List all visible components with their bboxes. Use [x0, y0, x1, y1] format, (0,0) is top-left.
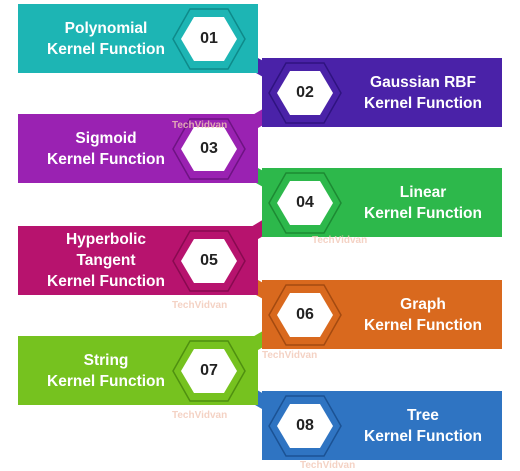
banner-06-text-line: Graph — [400, 295, 446, 313]
hexagon-07: 07 — [171, 339, 247, 403]
banner-03-text-line: Sigmoid — [75, 129, 137, 147]
step-number: 01 — [200, 29, 218, 47]
banner-05-text-line: Tangent — [76, 252, 136, 269]
step-number: 06 — [296, 305, 314, 323]
hexagon-fill — [181, 348, 237, 393]
banner-07-text-line: String — [83, 351, 129, 369]
watermark: TechVidvan — [172, 120, 228, 131]
step-number: 04 — [296, 193, 314, 211]
banner-08-text-line: Kernel Function — [364, 427, 482, 445]
banner-07-text-line: Kernel Function — [47, 372, 165, 390]
banner-05-text-line: Kernel Function — [47, 273, 165, 290]
banner-01-text-line: Kernel Function — [47, 40, 165, 58]
hexagon-shape — [172, 339, 246, 402]
hexagon-shape — [268, 283, 342, 346]
hexagon-shape — [268, 171, 342, 234]
banner-06-text-line: Kernel Function — [364, 316, 482, 334]
banner-02-text-line: Gaussian RBF — [370, 73, 476, 91]
hexagon-fill — [277, 70, 333, 115]
banner-08-text-line: Tree — [407, 406, 439, 424]
step-number: 08 — [296, 416, 314, 434]
hexagon-03: 03 — [171, 117, 247, 181]
banner-04-text-line: Linear — [399, 183, 447, 201]
hexagon-shape — [172, 7, 246, 70]
watermark: TechVidvan — [172, 410, 228, 421]
step-number: 07 — [200, 361, 218, 379]
hexagon-shape — [268, 61, 342, 124]
hexagon-05: 05 — [171, 229, 247, 293]
hexagon-shape — [268, 394, 342, 457]
hexagon-fill — [277, 180, 333, 225]
step-number: 02 — [296, 83, 314, 101]
hexagon-shape — [172, 117, 246, 180]
step-number: 05 — [200, 251, 218, 269]
hexagon-fill — [277, 403, 333, 448]
banner-01-text-line: Polynomial — [64, 19, 148, 37]
hexagon-shape — [172, 229, 246, 292]
banner-03-text-line: Kernel Function — [47, 150, 165, 168]
watermark: TechVidvan — [312, 235, 368, 246]
hexagon-08: 08 — [267, 394, 343, 458]
hexagon-fill — [277, 292, 333, 337]
hexagon-fill — [181, 238, 237, 283]
watermark: TechVidvan — [300, 460, 356, 471]
hexagon-fill — [181, 126, 237, 171]
banner-04-text-line: Kernel Function — [364, 204, 482, 222]
banner-02-text-line: Kernel Function — [364, 94, 482, 112]
watermark: TechVidvan — [262, 350, 318, 361]
hexagon-01: 01 — [171, 7, 247, 71]
hexagon-04: 04 — [267, 171, 343, 235]
banner-05-text-line: Hyperbolic — [65, 231, 147, 248]
step-number: 03 — [200, 139, 218, 157]
hexagon-06: 06 — [267, 283, 343, 347]
hexagon-fill — [181, 16, 237, 61]
watermark: TechVidvan — [172, 300, 228, 311]
hexagon-02: 02 — [267, 61, 343, 125]
